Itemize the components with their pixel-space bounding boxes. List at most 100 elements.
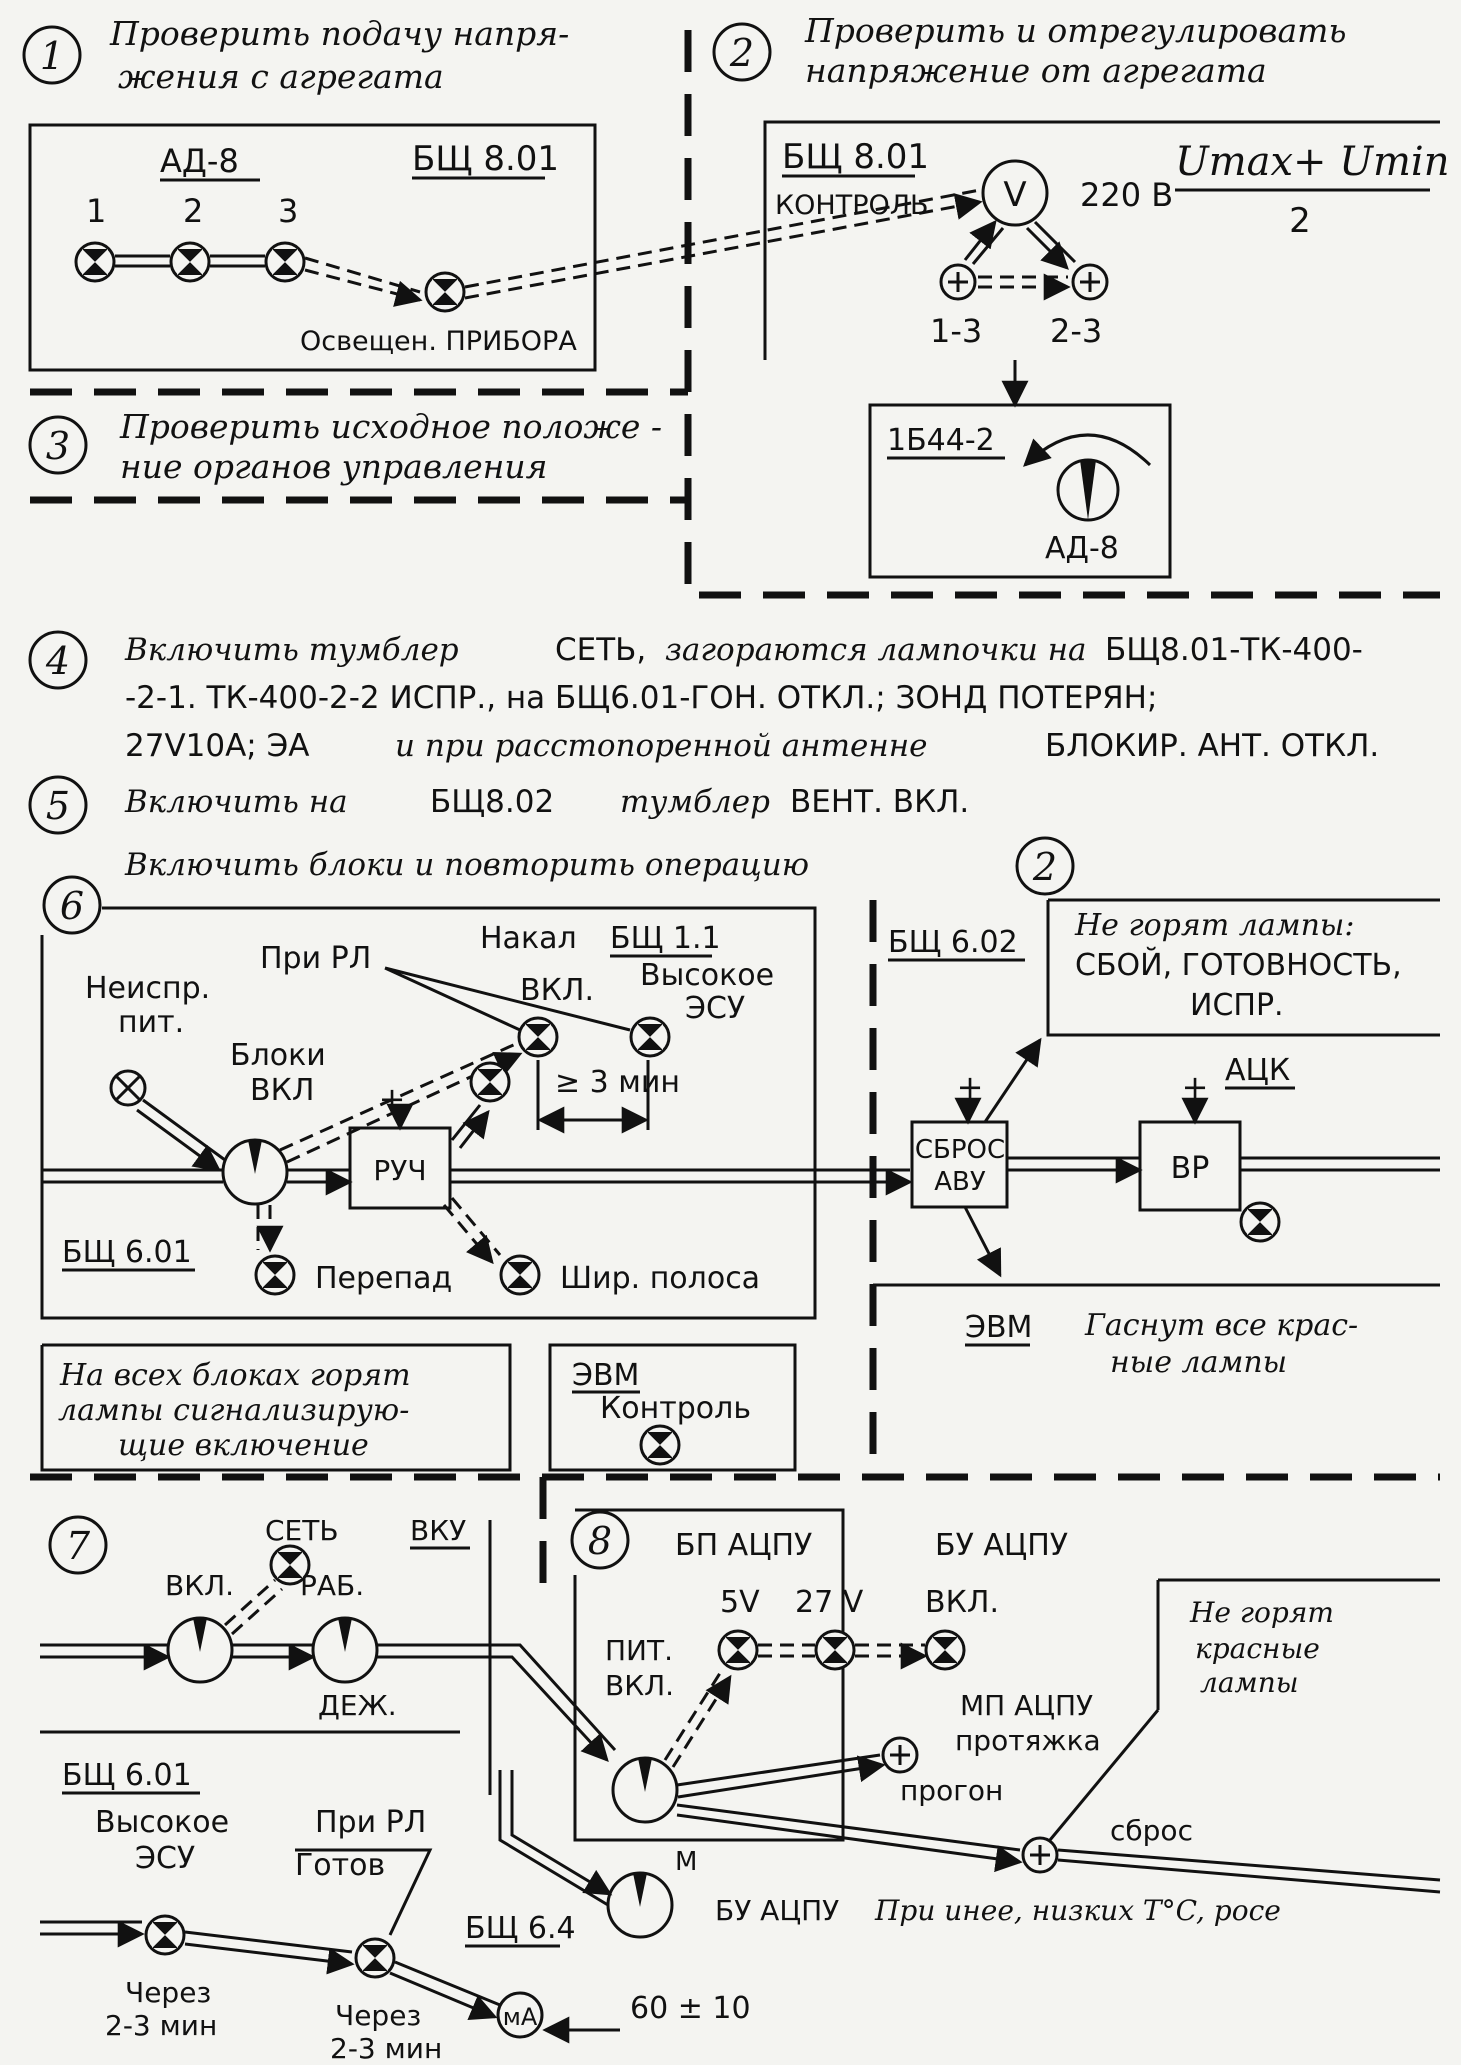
lamp-ruch-top-icon — [469, 1061, 511, 1103]
box-2: БЩ 8.01 КОНТРОЛЬ V 220 В Umax+ Umin 2 1-… — [763, 120, 1449, 408]
step-5: 5 Включить на БЩ8.02 тумблер ВЕНТ. ВКЛ. — [28, 775, 969, 835]
m-label: М — [675, 1847, 697, 1877]
lamp-2-icon — [169, 241, 211, 283]
box-3-id-label: 1Б44-2 — [887, 423, 995, 458]
step-1-number: 1 — [40, 34, 64, 78]
pri-inee-label: При инее, низких T°C, росе — [874, 1894, 1281, 1927]
terminal-1-3-label: 1-3 — [930, 312, 982, 350]
bloki-switch-icon — [221, 1138, 289, 1206]
ne-goryat-red-2: красные — [1195, 1632, 1320, 1665]
terminal-2-3-label: 2-3 — [1050, 312, 1102, 350]
bloki-vkl-label: ВКЛ — [250, 1073, 314, 1108]
step-2-number: 2 — [729, 31, 754, 75]
step-7: 7 СЕТЬ ВКУ ВКЛ. РАБ. ДЕЖ. — [40, 1514, 615, 1795]
neispr-label: Неиспр. — [85, 971, 210, 1006]
v5-lamp-icon — [717, 1629, 759, 1671]
bottom-chain: БЩ 6.01 Высокое ЭСУ При РЛ Готов БЩ 6.4 … — [40, 1758, 751, 2065]
voltmeter-icon: V — [1003, 175, 1026, 215]
bottom-bsh601-label: БЩ 6.01 — [62, 1758, 192, 1793]
mp-acpu-label: МП АЦПУ — [960, 1689, 1093, 1722]
formula-denominator: 2 — [1289, 201, 1311, 241]
evm-label: ЭВМ — [965, 1310, 1032, 1345]
bsh11-label: БЩ 1.1 — [610, 921, 721, 956]
box-1: АД-8 БЩ 8.01 1 2 3 Освещен. ПРИБОРА — [28, 123, 980, 372]
cherez-2b-label: 2-3 мин — [330, 2032, 442, 2065]
step-3-text-line2: ние органов управления — [120, 447, 547, 486]
bottom-esu-lamp-icon — [144, 1914, 186, 1956]
shir-polosa-label: Шир. полоса — [560, 1261, 760, 1296]
box-3-ad8-label: АД-8 — [1045, 531, 1119, 566]
protyazhka-label: протяжка — [955, 1724, 1101, 1757]
pit-acpu-label: ПИТ. — [605, 1634, 673, 1667]
sbros-plus-label: + — [957, 1068, 984, 1106]
sbros-avu-label-1: СБРОС — [915, 1135, 1005, 1165]
lamp-3-number: 3 — [278, 192, 298, 230]
step-1-text-line2: жения с агрегата — [118, 57, 444, 96]
box-2-bsh-label: БЩ 8.01 — [782, 137, 929, 177]
step-6: Включить блоки и повторить операцию 2 6 — [42, 836, 1075, 935]
bottom-esu-label: ЭСУ — [135, 1841, 195, 1876]
step-4-text-line3b: и при расстопоренной антенне — [395, 728, 928, 764]
ne-goryat-red-3: лампы — [1200, 1666, 1299, 1699]
lamp-3-icon — [264, 241, 306, 283]
lamp-pribor-icon — [424, 271, 466, 313]
box-1-ad8-label: АД-8 — [160, 142, 239, 180]
formula-numerator: Umax+ Umin — [1175, 139, 1449, 185]
block-6-left: Неиспр. пит. При РЛ Накал БЩ 1.1 ВКЛ. Вы… — [40, 906, 910, 1320]
step-4-text-line3c: БЛОКИР. АНТ. ОТКЛ. — [1045, 728, 1379, 764]
v5-label: 5V — [720, 1585, 760, 1620]
set-label: СЕТЬ — [265, 1514, 339, 1547]
step-5-number: 5 — [46, 784, 70, 828]
ma-value-label: 60 ± 10 — [630, 1991, 751, 2026]
ne-goryat-label: Не горят лампы: — [1074, 908, 1354, 943]
bottom-pri-rl-label: При РЛ — [315, 1805, 426, 1840]
pit-acpu-switch-icon — [611, 1756, 679, 1824]
bottom-gotov-lamp-icon — [354, 1937, 396, 1979]
perepad-label: Перепад — [315, 1261, 452, 1296]
bp-acpu-label: БП АЦПУ — [675, 1528, 812, 1563]
terminal-2-3-icon — [1071, 263, 1109, 301]
note-6: На всех блоках горят лампы сигнализирую-… — [40, 1343, 512, 1472]
step-7-number: 7 — [66, 1524, 91, 1568]
bottom-gotov-label: Готов — [295, 1848, 385, 1883]
vysokoe-lamp-icon — [629, 1016, 671, 1058]
gasnut-label-2: ные лампы — [1110, 1345, 1287, 1380]
evm-box-title: ЭВМ — [572, 1358, 639, 1393]
step-5-text-d: ВЕНТ. ВКЛ. — [790, 784, 969, 820]
ruch-box-label: РУЧ — [373, 1154, 426, 1187]
step-5-text-a: Включить на — [124, 784, 348, 820]
lamp-1-number: 1 — [86, 192, 106, 230]
step-4-text-line3a: 27V10А; ЭА — [125, 728, 309, 764]
vku-label: ВКУ — [410, 1514, 466, 1547]
v27-label: 27 V — [795, 1585, 864, 1620]
rab-label: РАБ. — [300, 1569, 364, 1602]
step-6-ref-number: 2 — [1032, 845, 1057, 889]
step-6-number: 6 — [60, 884, 84, 928]
set-vkl-label: ВКЛ. — [165, 1569, 234, 1602]
evm-box-control: Контроль — [600, 1391, 751, 1426]
bu-vkl-label: ВКЛ. — [925, 1585, 999, 1620]
ma-meter-icon: мА — [503, 2003, 538, 2031]
vr-box-label: ВР — [1171, 1151, 1210, 1186]
vr-lamp-icon — [1239, 1201, 1281, 1243]
bottom-vysokoe-label: Высокое — [95, 1805, 229, 1840]
v27-lamp-icon — [814, 1629, 856, 1671]
sbros-terminal-icon — [1021, 1836, 1059, 1874]
step-2-text-line2: напряжение от агрегата — [805, 51, 1267, 90]
step-4: 4 Включить тумблер СЕТЬ, загораются ламп… — [28, 630, 1379, 764]
step-4-text-d: БЩ8.01-ТК-400- — [1105, 632, 1363, 668]
evm-lamp-icon — [639, 1424, 681, 1466]
bu-vkl-lamp-icon — [924, 1629, 966, 1671]
pit-label: пит. — [118, 1005, 184, 1040]
shir-polosa-lamp-icon — [499, 1254, 541, 1296]
terminal-1-3-icon — [939, 263, 977, 301]
step-4-text-b: СЕТЬ, — [555, 632, 646, 668]
box-1-bsh-label: БЩ 8.01 — [412, 139, 559, 179]
sbros-avu-label-2: АВУ — [934, 1167, 986, 1197]
cherez-1-label: Через — [125, 1976, 211, 2009]
nakal-label: Накал — [480, 921, 577, 956]
box-2-control-label: КОНТРОЛЬ — [775, 190, 929, 221]
step-8-number: 8 — [588, 1519, 612, 1563]
step-5-text-b: БЩ8.02 — [430, 784, 554, 820]
